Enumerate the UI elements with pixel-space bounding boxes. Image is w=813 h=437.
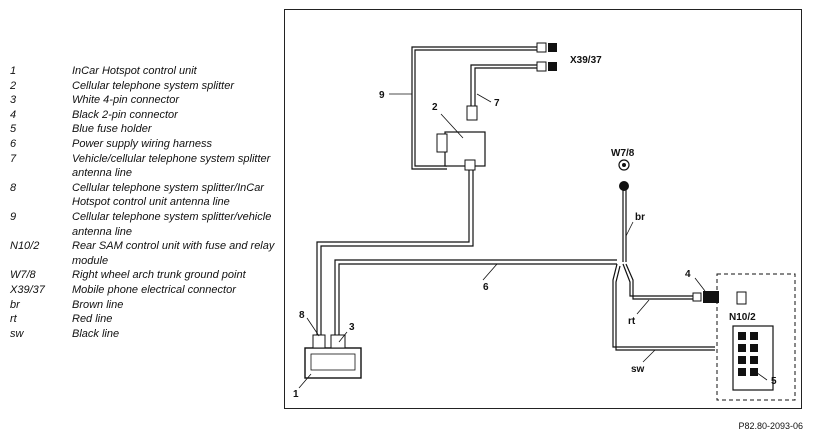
legend-row: N10/2 Rear SAM control unit with fuse and… — [10, 239, 280, 268]
legend-desc: Black line — [72, 327, 120, 340]
legend-row: 9 Cellular telephone system splitter/vehi… — [10, 210, 280, 239]
legend-key: 8 — [10, 181, 17, 194]
legend-row: 2 Cellular telephone system splitter — [10, 79, 280, 94]
wiring-diagram-svg: 9 2 7 X39/37 W7/8 br 6 4 N10/2 rt sw 5 8… — [293, 42, 796, 401]
harness-6-inner — [338, 263, 617, 335]
legend-key: br — [10, 298, 20, 311]
legend-key: 3 — [10, 94, 17, 107]
label-n102: N10/2 — [729, 312, 756, 323]
sam-control-unit — [716, 273, 796, 401]
legend-desc: Brown line — [72, 298, 124, 311]
line-rt-inner — [625, 263, 693, 300]
label-control-unit: 1 — [293, 389, 299, 400]
reference-code: P82.80-2093-06 — [738, 421, 803, 431]
legend-key: 5 — [10, 123, 17, 136]
legend-row: 3 White 4-pin connector — [10, 93, 280, 108]
legend-row: W7/8 Right wheel arch trunk ground point — [10, 268, 280, 283]
legend-desc: Mobile phone electrical connector — [72, 283, 236, 296]
label-connector-4: 4 — [685, 269, 691, 280]
legend-key: 7 — [10, 152, 17, 165]
label-cable-7: 7 — [494, 98, 500, 109]
cable-7-inner — [474, 67, 537, 106]
control-unit — [304, 334, 362, 379]
legend-key: sw — [10, 327, 24, 340]
legend-desc: Rear SAM control unit with fuse and rela… — [72, 240, 275, 267]
legend-desc: Vehicle/cellular telephone system splitt… — [72, 152, 271, 180]
legend-desc: Blue fuse holder — [72, 123, 152, 136]
legend-desc: Cellular telephone system splitter — [72, 79, 235, 92]
legend-key: 2 — [10, 79, 17, 92]
harness-6 — [334, 259, 617, 335]
connector-4 — [692, 291, 747, 305]
legend-key: 1 — [10, 65, 17, 77]
cable-9-inner — [414, 49, 537, 167]
legend-row: rt Red line — [10, 312, 280, 327]
legend-key: 9 — [10, 210, 17, 223]
cable-9 — [411, 46, 537, 170]
label-cable-9: 9 — [379, 90, 385, 101]
splitter-component — [436, 105, 486, 171]
label-connector-3: 3 — [349, 322, 355, 333]
label-w78: W7/8 — [611, 148, 635, 159]
wiring-diagram: 9 2 7 X39/37 W7/8 br 6 4 N10/2 rt sw 5 8… — [284, 9, 802, 409]
legend-row: 5 Blue fuse holder — [10, 122, 280, 137]
legend-key: N10/2 — [10, 240, 40, 253]
label-x39: X39/37 — [570, 55, 602, 66]
legend-key: X39/37 — [10, 283, 45, 296]
label-br: br — [635, 212, 645, 223]
legend-key: W7/8 — [10, 269, 36, 282]
legend-row: 6 Power supply wiring harness — [10, 137, 280, 152]
legend-row: 8 Cellular telephone system splitter/InCa… — [10, 181, 280, 210]
cable-8-inner — [320, 165, 474, 335]
legend-key: 6 — [10, 137, 17, 150]
legend-row: 7 Vehicle/cellular telephone system split… — [10, 152, 280, 181]
legend-row: 4 Black 2-pin connector — [10, 108, 280, 123]
legend-desc: Cellular telephone system splitter/vehic… — [72, 210, 272, 238]
legend-desc: Black 2-pin connector — [72, 108, 178, 121]
legend-desc: Right wheel arch trunk ground point — [72, 269, 246, 282]
legend-desc: Cellular telephone system splitter/InCar… — [72, 181, 264, 209]
label-rt: rt — [628, 316, 636, 327]
label-splitter: 2 — [432, 102, 438, 113]
line-sw — [612, 263, 715, 348]
line-rt — [622, 263, 693, 297]
label-fuse-holder: 5 — [771, 376, 777, 387]
line-sw-inner — [615, 265, 715, 351]
cable-8 — [316, 165, 470, 335]
legend-key: rt — [10, 313, 17, 326]
x39-connector — [536, 42, 557, 72]
cable-7 — [470, 64, 537, 106]
legend-row: sw Black line — [10, 327, 280, 342]
legend-row: 1 InCar Hotspot control unit — [10, 64, 280, 79]
legend-key: 4 — [10, 108, 17, 121]
legend-desc: Power supply wiring harness — [72, 137, 213, 150]
ground-point — [618, 159, 630, 191]
label-harness-6: 6 — [483, 282, 489, 293]
legend-desc: InCar Hotspot control unit — [72, 65, 197, 77]
label-sw: sw — [631, 364, 645, 375]
legend-desc: White 4-pin connector — [72, 94, 179, 107]
legend-row: X39/37 Mobile phone electrical connector — [10, 283, 280, 298]
legend-desc: Red line — [72, 313, 113, 326]
label-cable-8: 8 — [299, 310, 305, 321]
legend-row: br Brown line — [10, 298, 280, 313]
